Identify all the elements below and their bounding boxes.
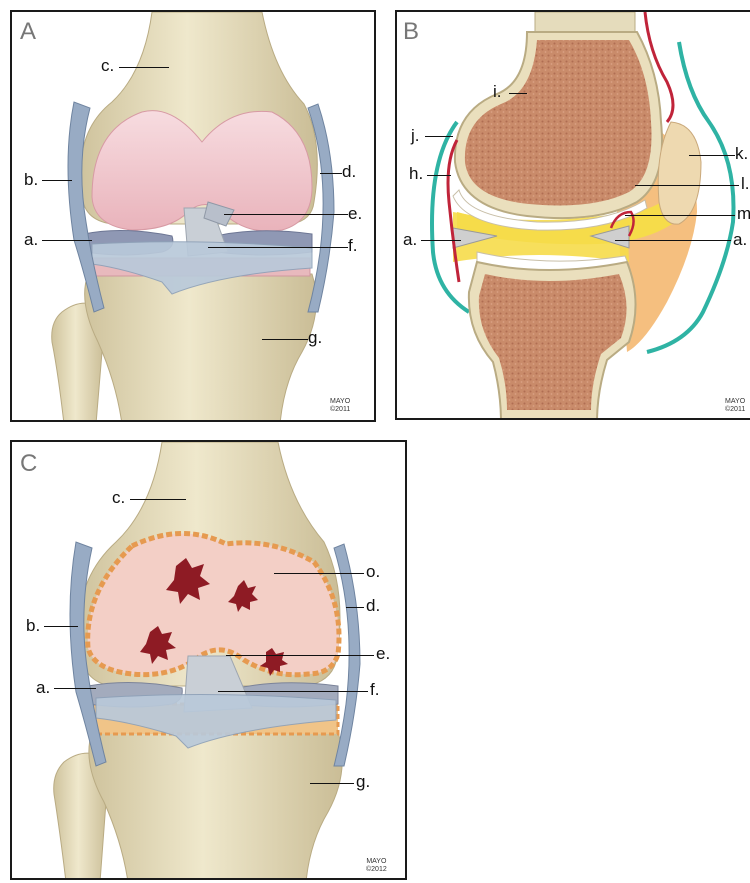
label-a: a. [24, 230, 38, 250]
label-b: b. [26, 616, 40, 636]
label-l: l. [741, 174, 750, 194]
leader-line [320, 173, 342, 174]
label-c: c. [101, 56, 114, 76]
label-c: c. [112, 488, 125, 508]
credit-line2: ©2011 [725, 406, 745, 414]
label-k: k. [735, 144, 748, 164]
label-g: g. [356, 772, 370, 792]
panel-letter: A [20, 18, 36, 46]
panel-c-illustration [12, 442, 407, 880]
leader-line [130, 499, 186, 500]
credit-line1: MAYO [725, 398, 745, 406]
label-j: j. [411, 126, 420, 146]
panel-a-healthy-knee: A c. b. d. e. a. f. g. MAYO ©2011 [10, 10, 376, 422]
leader-line [427, 175, 451, 176]
leader-line [262, 339, 308, 340]
label-a: a. [36, 678, 50, 698]
leader-line [310, 783, 354, 784]
panel-letter: B [403, 18, 419, 46]
tibia-bone [85, 274, 317, 422]
label-f: f. [370, 680, 379, 700]
leader-line [635, 185, 739, 186]
mayo-credit: MAYO ©2011 [330, 398, 350, 414]
label-h: h. [409, 164, 423, 184]
leader-line [119, 67, 169, 68]
panel-c-arthritic-knee: C c. o. b. d. e. a. f. g. MAYO ©2012 [10, 440, 407, 880]
leader-line [224, 214, 348, 215]
label-o: o. [366, 562, 380, 582]
femur-marrow [465, 40, 652, 206]
label-g: g. [308, 328, 322, 348]
panel-a-illustration [12, 12, 376, 422]
leader-line [421, 240, 461, 241]
leader-line [42, 180, 72, 181]
leader-line [42, 240, 92, 241]
leader-line [54, 688, 96, 689]
leader-line [346, 607, 364, 608]
tibia-bone [89, 732, 342, 880]
mayo-credit: MAYO ©2011 [725, 398, 745, 414]
leader-line [208, 247, 348, 248]
leader-line [44, 626, 78, 627]
label-a-right: a. [733, 230, 747, 250]
label-d: d. [342, 162, 356, 182]
credit-line1: MAYO [366, 858, 387, 866]
label-b: b. [24, 170, 38, 190]
label-m: m [737, 204, 750, 224]
panel-letter: C [20, 450, 37, 478]
label-e: e. [376, 644, 390, 664]
leader-line [425, 136, 453, 137]
leader-line [274, 573, 364, 574]
leader-line [689, 155, 735, 156]
credit-line2: ©2012 [366, 866, 387, 874]
label-d: d. [366, 596, 380, 616]
panel-b-knee-cross-section: B i. j. k. h. l. m a. a. MAYO ©2011 [395, 10, 750, 420]
label-a-left: a. [403, 230, 417, 250]
leader-line [509, 93, 527, 94]
label-e: e. [348, 204, 362, 224]
leader-line [226, 655, 374, 656]
label-i: i. [493, 82, 502, 102]
credit-line2: ©2011 [330, 406, 350, 414]
mayo-credit: MAYO ©2012 [366, 858, 387, 874]
leader-line [615, 240, 731, 241]
credit-line1: MAYO [330, 398, 350, 406]
leader-line [218, 691, 368, 692]
leader-line [625, 215, 735, 216]
label-f: f. [348, 236, 357, 256]
